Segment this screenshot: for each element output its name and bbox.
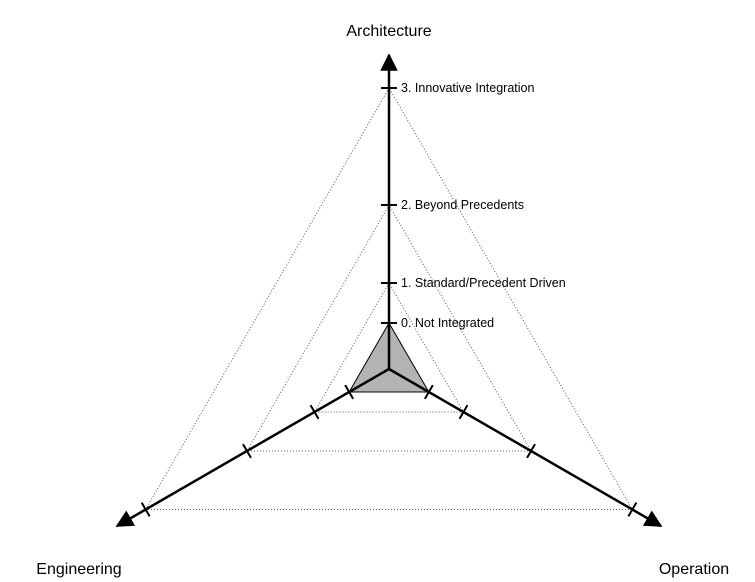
tick-operation-3 — [627, 502, 638, 517]
level-label-3: 3. Innovative Integration — [401, 81, 534, 95]
axis-label-architecture: Architecture — [346, 23, 431, 40]
tick-engineering-0 — [344, 384, 355, 400]
axis-operation — [388, 367, 663, 528]
level-label-0: 0. Not Integrated — [401, 316, 494, 330]
tick-engineering-2 — [242, 443, 252, 459]
tick-engineering-3 — [140, 502, 151, 517]
axis-label-operation: Operation — [659, 561, 729, 578]
tick-operation-1 — [458, 404, 469, 420]
level-label-1: 1. Standard/Precedent Driven — [401, 276, 566, 290]
axis-engineering — [115, 367, 390, 528]
grid-level-2 — [246, 203, 532, 452]
grid-level-1 — [313, 281, 465, 413]
tick-operation-2 — [526, 443, 536, 459]
grid-level-3 — [144, 87, 634, 510]
tick-operation-0 — [423, 384, 434, 400]
axis-label-engineering: Engineering — [36, 561, 121, 578]
level-label-2: 2. Beyond Precedents — [401, 198, 524, 212]
tick-engineering-1 — [309, 404, 320, 420]
